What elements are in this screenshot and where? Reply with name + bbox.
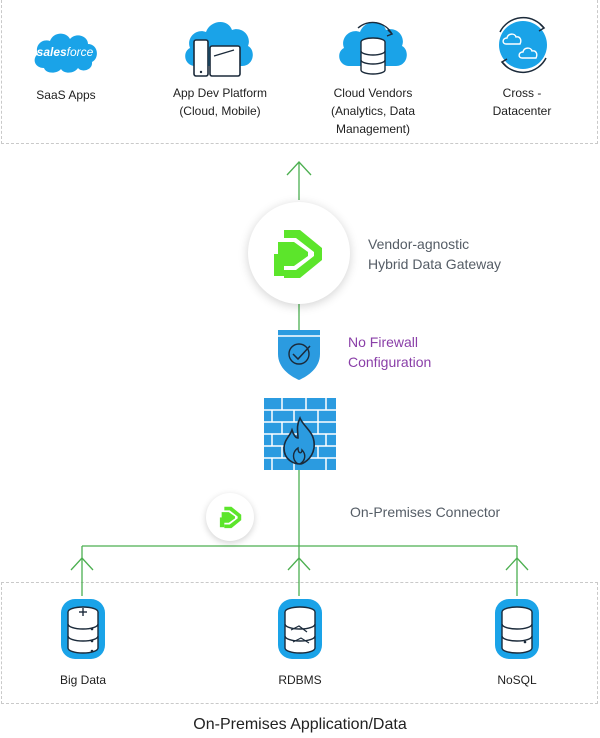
- shield-check-icon: [278, 330, 320, 380]
- cloud-vendors-line3: Management): [335, 122, 411, 136]
- big-data-database-icon: [61, 599, 105, 659]
- firewall-note-line2: Configuration: [348, 354, 432, 370]
- cross-datacenter-line1: Cross -: [502, 86, 542, 100]
- on-premises-caption: On-Premises Application/Data: [193, 716, 407, 733]
- nosql-label: NoSQL: [497, 673, 537, 687]
- gateway-line2: Hybrid Data Gateway: [368, 256, 502, 272]
- rdbms-database-icon: [278, 599, 322, 659]
- connector-label: On-Premises Connector: [350, 504, 501, 520]
- firewall-icon: [264, 398, 336, 470]
- cloud-vendors-line1: Cloud Vendors: [333, 86, 413, 100]
- progress-gateway-logo-icon: [274, 230, 322, 278]
- app-dev-cloud-icon: [185, 21, 253, 77]
- saas-apps-label: SaaS Apps: [36, 88, 96, 102]
- cloud-vendors-line2: (Analytics, Data: [330, 104, 416, 118]
- big-data-label: Big Data: [59, 673, 107, 687]
- svg-text:salesforce: salesforce: [37, 45, 94, 59]
- cloud-tier-container: [1, 0, 598, 144]
- progress-connector-logo-icon: [219, 506, 242, 529]
- nosql-database-icon: [495, 599, 539, 659]
- firewall-note-line1: No Firewall: [348, 334, 419, 350]
- rdbms-label: RDBMS: [278, 673, 322, 687]
- salesforce-logo-icon: salesforce: [34, 33, 97, 73]
- cross-datacenter-icon: [499, 16, 547, 74]
- cross-datacenter-line2: Datacenter: [492, 104, 552, 118]
- gateway-line1: Vendor-agnostic: [368, 236, 470, 252]
- app-dev-line1: App Dev Platform: [172, 86, 268, 100]
- cloud-vendors-icon: [339, 21, 407, 75]
- app-dev-line2: (Cloud, Mobile): [179, 104, 261, 118]
